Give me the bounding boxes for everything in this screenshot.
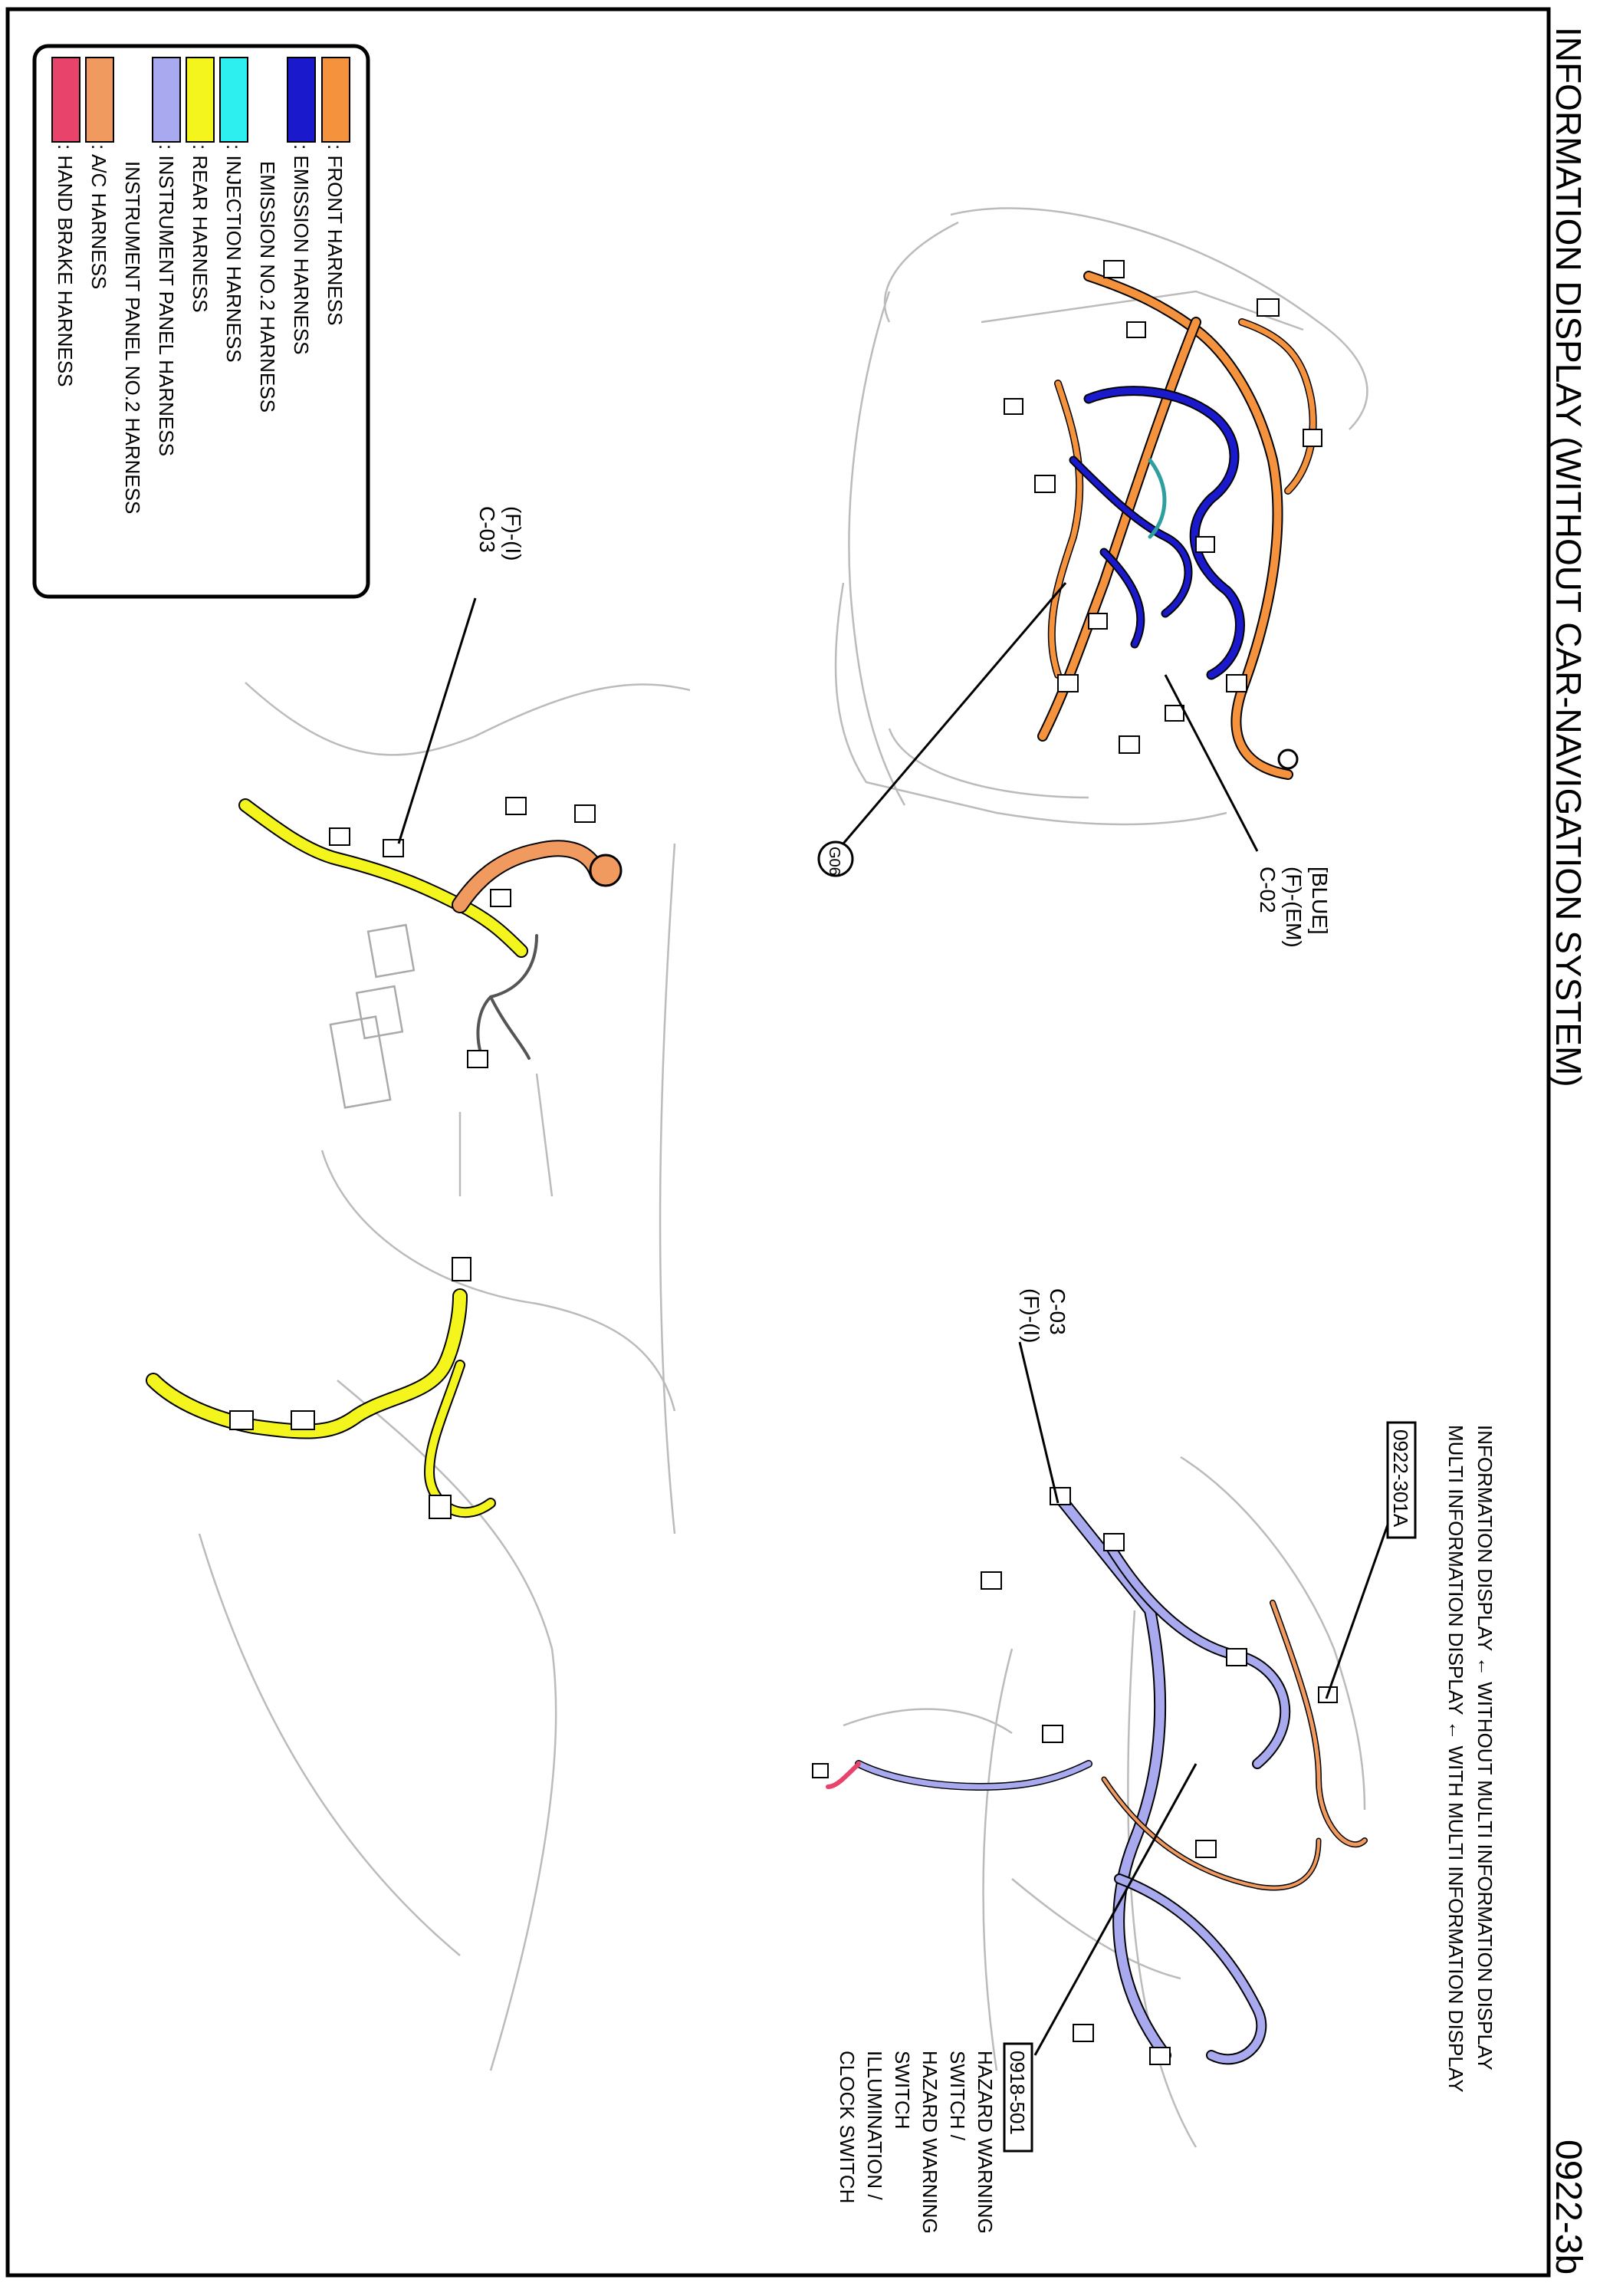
- legend-label-4: : REAR HARNESS: [189, 144, 212, 313]
- dash-code-1: 0922-301A: [1389, 1429, 1412, 1528]
- callout-dash-c03-line2: (F)-(I): [1020, 1288, 1043, 1344]
- ground-point-g06: [1277, 748, 1299, 770]
- legend-label-5: : INSTRUMENT PANEL HARNESS: [155, 144, 178, 456]
- callout-c02-line1: [BLUE]: [1308, 867, 1332, 935]
- callout-c02-line2: (F)-(EM): [1282, 867, 1306, 948]
- callout-g06: G06: [826, 847, 843, 876]
- callout-dash-c03-line1: C-03: [1046, 1288, 1069, 1335]
- swatch-injection-harness: [219, 57, 248, 143]
- swatch-rear-harness: [186, 57, 215, 143]
- swatch-instrument-panel-harness: [152, 57, 181, 143]
- dash-switch-line-6: CLOCK SWITCH: [836, 2051, 859, 2203]
- swatch-emission-harness: [287, 57, 316, 143]
- legend-swatches: [51, 57, 350, 143]
- legend-label-2: EMISSION NO.2 HARNESS: [256, 161, 279, 413]
- callout-floor-c03-line2: C-03: [475, 506, 499, 553]
- dash-switch-line-2: SWITCH /: [946, 2051, 969, 2141]
- engine-bay-illustration: [BLUE] (F)-(EM) C-02 G06: [817, 207, 1368, 948]
- swatch-hand-brake-harness: [51, 57, 80, 143]
- legend-labels: : FRONT HARNESS : EMISSION HARNESS EMISS…: [54, 144, 347, 514]
- swatch-ac-harness: [85, 57, 114, 143]
- callout-c02-line3: C-02: [1256, 867, 1280, 913]
- dash-switch-line-1: HAZARD WARNING: [974, 2051, 997, 2234]
- dash-code-box-1: [1386, 1421, 1417, 1539]
- legend-label-6: INSTRUMENT PANEL NO.2 HARNESS: [121, 161, 144, 514]
- page-title: INFORMATION DISPLAY (WITHOUT CAR-NAVIGAT…: [1549, 27, 1589, 1087]
- legend: : FRONT HARNESS : EMISSION HARNESS EMISS…: [32, 44, 370, 599]
- dash-note-line-2: MULTI INFORMATION DISPLAY ← WITH MULTI I…: [1444, 1425, 1467, 2093]
- instrument-panel-illustration: C-03 (F)-(I) 0922-301A INFORMATION DISPL…: [812, 1288, 1497, 2234]
- callout-floor-c03-line1: (F)-(I): [501, 506, 525, 561]
- callout-g06-circle: [817, 840, 854, 877]
- page-number: 0922-3b: [1548, 2140, 1589, 2275]
- dash-switch-line-3: HAZARD WARNING: [918, 2051, 941, 2234]
- dash-switch-line-4: SWITCH: [891, 2051, 914, 2130]
- swatch-front-harness: [321, 57, 350, 143]
- legend-label-1: : EMISSION HARNESS: [290, 144, 313, 355]
- dash-switch-line-5: ILLUMINATION /: [863, 2051, 886, 2200]
- legend-label-7: : A/C HARNESS: [87, 144, 110, 289]
- floor-harness-illustration: (F)-(I) C-03: [146, 506, 691, 2071]
- legend-label-8: : HAND BRAKE HARNESS: [54, 144, 77, 387]
- legend-label-0: : FRONT HARNESS: [324, 144, 347, 325]
- dash-code-2: 0918-501: [1006, 2051, 1029, 2135]
- page-frame: [5, 7, 1551, 2278]
- dash-note-line-1: INFORMATION DISPLAY ← WITHOUT MULTI INFO…: [1474, 1425, 1497, 2071]
- legend-label-3: : INJECTION HARNESS: [222, 144, 245, 363]
- dash-code-box-2: [1003, 2042, 1033, 2153]
